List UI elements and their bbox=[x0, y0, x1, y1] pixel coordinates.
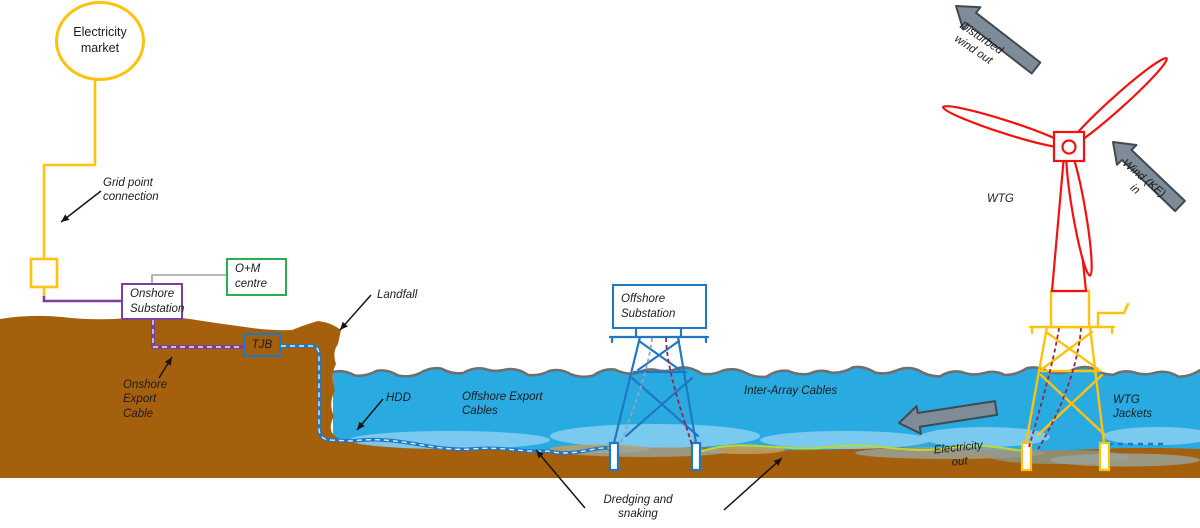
electricity-out-arrow bbox=[898, 400, 999, 435]
substation-cable-riser-left bbox=[619, 337, 653, 446]
offshore-substation-box: Offshore Substation bbox=[612, 284, 707, 329]
dredging-snaking-label: Dredging and snaking bbox=[603, 494, 673, 521]
inter-array-cable bbox=[699, 444, 1030, 453]
seabed-sediment bbox=[550, 444, 1200, 467]
annotation-arrows bbox=[60, 190, 783, 511]
om-centre-label-2: centre bbox=[235, 278, 267, 290]
wtg-pile-left bbox=[1020, 441, 1033, 472]
wtg-jackets-label: WTG Jackets bbox=[1113, 394, 1152, 421]
dredging-arrow-right bbox=[723, 457, 783, 511]
onshore-cable-arrow bbox=[158, 356, 173, 379]
electricity-market-node: Electricity market bbox=[55, 1, 145, 81]
land-and-seabed bbox=[0, 315, 1200, 478]
om-link-line bbox=[151, 274, 226, 283]
dredge-water-patches bbox=[350, 424, 1200, 449]
onshore-export-cable-label: Onshore Export Cable bbox=[123, 379, 168, 420]
wtg-cable-riser-right bbox=[1037, 327, 1082, 450]
dredging-arrow-left bbox=[535, 449, 586, 509]
grid-point-arrow bbox=[60, 190, 102, 223]
offshore-substation-jacket bbox=[608, 327, 710, 445]
wind-turbine bbox=[941, 57, 1168, 293]
electricity-market-label-2: market bbox=[80, 41, 120, 55]
sea-surface-line bbox=[331, 365, 1200, 379]
inter-array-cables-label: Inter-Array Cables bbox=[744, 385, 838, 397]
substation-pile-left bbox=[608, 441, 620, 472]
wtg-label: WTG bbox=[987, 193, 1014, 205]
disturbed-wind-arrow bbox=[955, 5, 1042, 75]
turbine-hub bbox=[1061, 139, 1077, 155]
onshore-substation-label-1: Onshore bbox=[130, 287, 175, 300]
grid-point-node bbox=[29, 257, 59, 289]
hdd-label: HDD bbox=[386, 392, 411, 404]
offshore-substation-label-2: Substation bbox=[621, 307, 676, 320]
offshore-substation-label-1: Offshore bbox=[621, 292, 666, 305]
wtg-pile-right bbox=[1098, 441, 1111, 472]
grid-point-label: Grid point connection bbox=[103, 177, 159, 204]
om-centre-box: O+M centre bbox=[226, 258, 287, 296]
turbine-blade-left bbox=[941, 105, 1070, 149]
tjb-box: TJB bbox=[243, 333, 281, 357]
landfall-label: Landfall bbox=[377, 289, 418, 301]
wtg-transition-piece bbox=[1049, 289, 1091, 329]
tjb-label: TJB bbox=[251, 338, 273, 351]
wind-in-arrow bbox=[1112, 141, 1186, 213]
substation-to-grid-line bbox=[42, 296, 122, 303]
hdd-arrow bbox=[356, 398, 384, 431]
substation-pile-right bbox=[690, 441, 702, 472]
offshore-export-cables-label: Offshore Export Cables bbox=[462, 391, 543, 418]
substation-cable-riser-right bbox=[665, 337, 693, 446]
onshore-substation-label-2: Substation bbox=[130, 302, 185, 315]
om-centre-label-1: O+M bbox=[235, 263, 261, 276]
grid-connection-line bbox=[42, 76, 97, 296]
landfall-arrow bbox=[339, 294, 372, 331]
electricity-market-label-1: Electricity bbox=[73, 25, 127, 40]
onshore-substation-box: Onshore Substation bbox=[121, 283, 185, 320]
wtg-cable-riser-left bbox=[1028, 327, 1060, 448]
